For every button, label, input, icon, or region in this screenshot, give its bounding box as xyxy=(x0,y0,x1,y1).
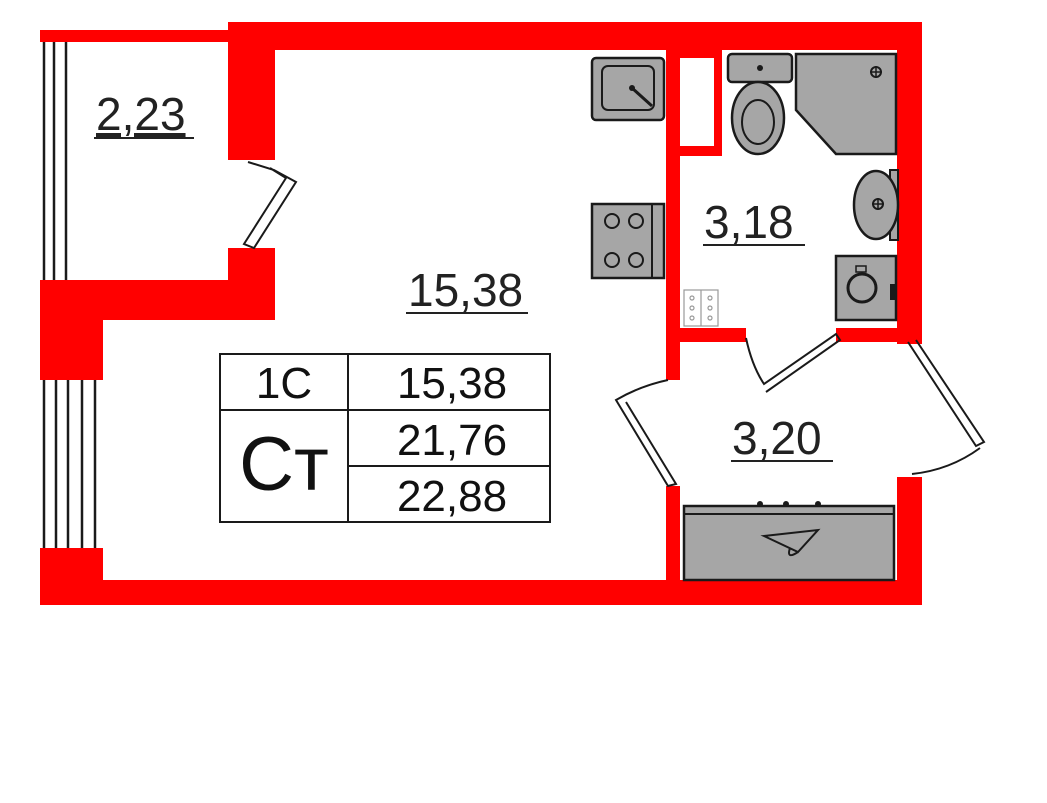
rooms-code-cell: 1С xyxy=(256,359,312,408)
electrical-panel-icon xyxy=(683,289,719,327)
walls xyxy=(40,22,922,605)
total-with-balcony-cell: 22,88 xyxy=(397,472,507,521)
balcony-area-label: 2,23 xyxy=(96,88,186,140)
stove-icon xyxy=(590,202,666,280)
balcony-railing xyxy=(42,42,97,548)
wardrobe-icon xyxy=(682,501,896,582)
hall-left-door xyxy=(614,379,678,488)
hall-area-label: 3,20 xyxy=(732,412,822,464)
kitchen-sink-icon xyxy=(590,56,666,122)
toilet-icon xyxy=(726,52,794,156)
bathroom-door xyxy=(745,332,842,393)
apartment-type-cell: Ст xyxy=(239,422,329,507)
living-area-label: 15,38 xyxy=(408,264,523,316)
entrance-door xyxy=(907,339,986,475)
hanger-icon xyxy=(760,528,821,557)
shower-cabin-icon xyxy=(794,52,898,156)
balcony-door xyxy=(242,161,298,250)
wash-basin-icon xyxy=(852,169,900,241)
summary-table xyxy=(219,353,551,523)
total-area-cell: 21,76 xyxy=(397,416,507,465)
bathroom-area-label: 3,18 xyxy=(704,196,794,248)
living-area-cell: 15,38 xyxy=(397,359,507,408)
washing-machine-icon xyxy=(834,254,898,322)
